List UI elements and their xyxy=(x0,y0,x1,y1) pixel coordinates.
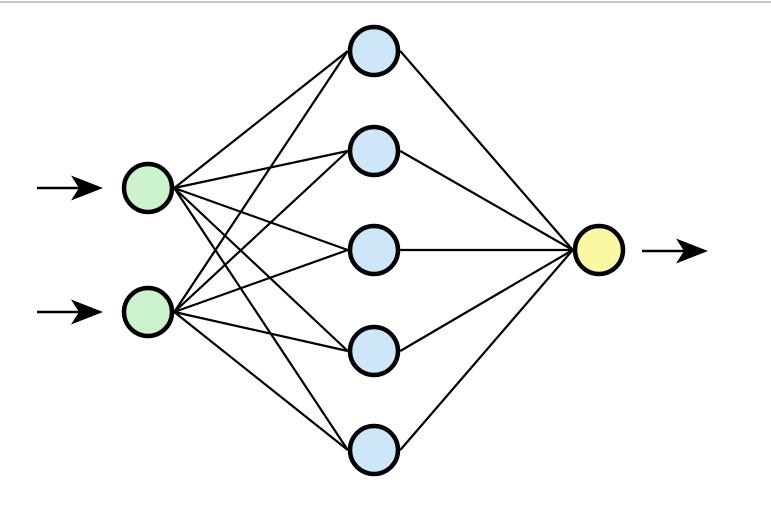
input-1-node xyxy=(121,161,175,215)
edge-hidden-1-output-1 xyxy=(399,50,574,251)
output-arrow-head xyxy=(676,238,708,264)
edge-input-2-hidden-2 xyxy=(173,150,349,313)
edge-hidden-4-output-1 xyxy=(399,249,574,352)
input-arrow-2-head xyxy=(71,299,103,325)
edge-input-2-hidden-1 xyxy=(173,50,349,313)
edge-input-1-hidden-1 xyxy=(173,50,349,189)
output-1-node xyxy=(572,223,626,277)
hidden-2-node xyxy=(347,124,401,178)
edge-hidden-2-output-1 xyxy=(399,150,574,251)
edge-input-1-hidden-3 xyxy=(173,186,349,252)
edge-input-2-hidden-4 xyxy=(174,310,348,353)
input-2-node xyxy=(121,285,175,339)
edge-input-2-hidden-5 xyxy=(173,311,349,451)
window-top-border xyxy=(0,1,771,3)
edge-input-1-hidden-4 xyxy=(173,187,349,352)
hidden-4-node xyxy=(347,324,401,378)
hidden-5-node xyxy=(347,423,401,477)
edge-input-2-hidden-3 xyxy=(173,248,349,314)
edge-input-1-hidden-2 xyxy=(174,149,348,190)
hidden-3-node xyxy=(347,223,401,277)
input-arrow-1-head xyxy=(71,175,103,201)
hidden-1-node xyxy=(347,24,401,78)
edge-input-1-hidden-5 xyxy=(173,187,349,451)
edge-hidden-5-output-1 xyxy=(399,249,574,451)
